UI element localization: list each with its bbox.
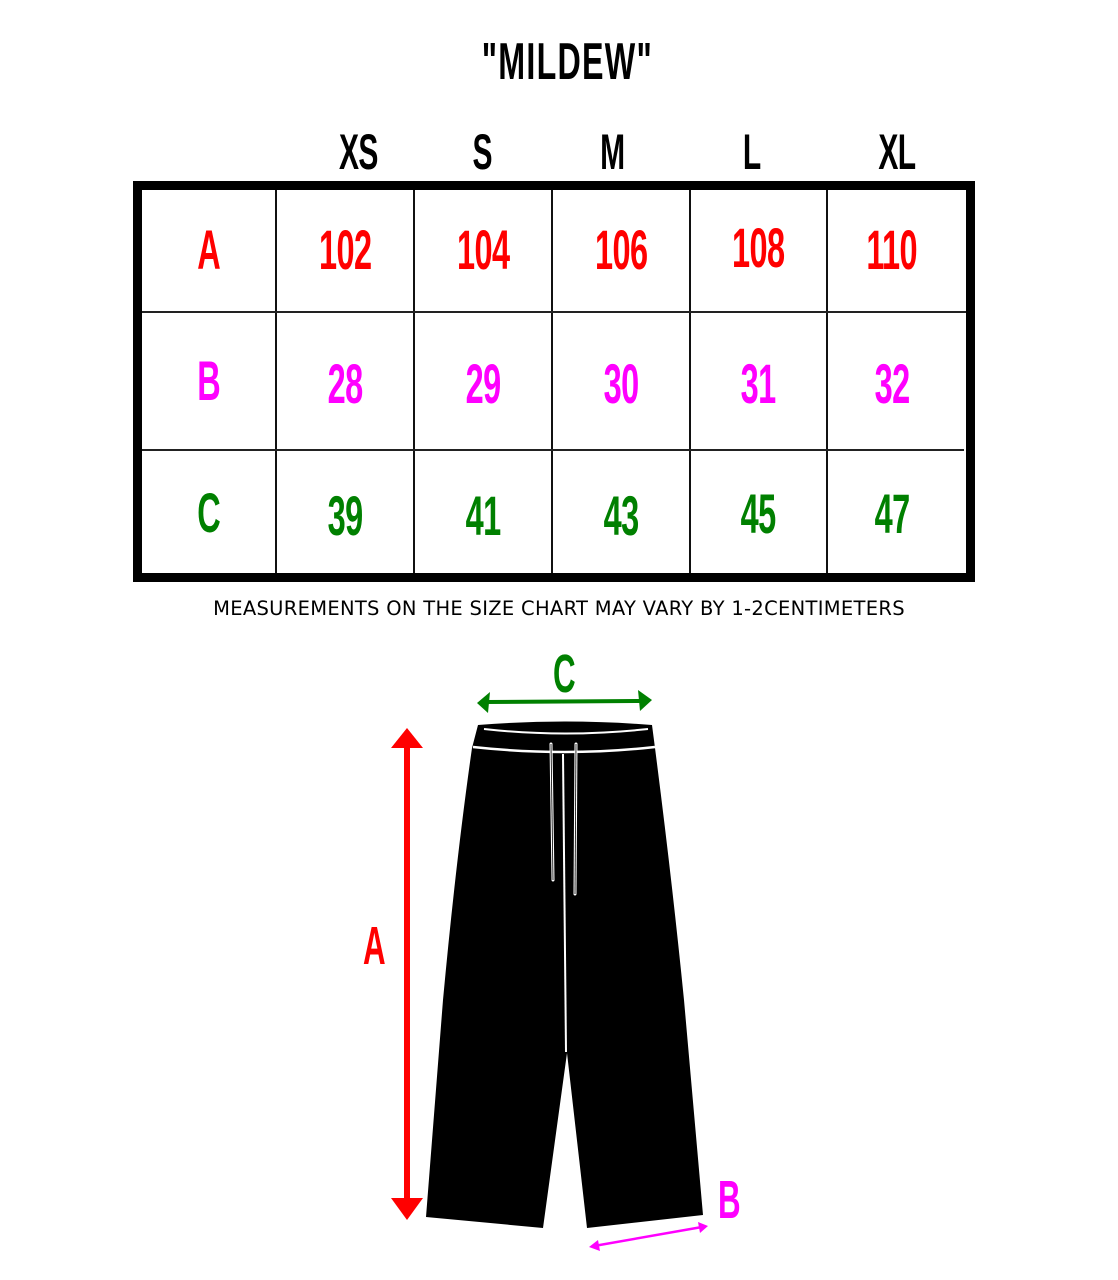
column-divider	[275, 190, 277, 573]
measurement-note: MEASUREMENTS ON THE SIZE CHART MAY VARY …	[213, 597, 905, 620]
cell-b-xs: 28	[327, 352, 364, 415]
cell-a-l: 108	[732, 216, 785, 279]
cell-c-xl: 47	[874, 482, 911, 545]
cell-b-xl: 32	[874, 352, 911, 415]
column-divider	[826, 190, 828, 573]
cell-c-xs: 39	[327, 484, 364, 547]
cell-a-s: 104	[456, 218, 510, 281]
size-table: A 102 104 106 108 110 B 28 29 30 31 32 C…	[133, 181, 975, 582]
dimension-label-a: A	[362, 916, 386, 976]
size-header-l: L	[743, 124, 761, 180]
cell-a-xs: 102	[318, 218, 372, 281]
dimension-label-c: C	[552, 644, 576, 704]
pants-icon	[426, 721, 703, 1228]
size-header-m: M	[599, 124, 625, 180]
row-divider	[142, 449, 964, 451]
column-divider	[689, 190, 691, 573]
dimension-arrow-c	[477, 690, 652, 713]
size-header-xl: XL	[878, 124, 916, 180]
cell-a-m: 106	[594, 218, 648, 281]
cell-c-l: 45	[741, 482, 777, 545]
cell-a-xl: 110	[866, 218, 918, 281]
cell-b-s: 29	[465, 352, 502, 415]
dimension-arrow-a	[391, 728, 423, 1220]
cell-b-m: 30	[603, 352, 640, 415]
row-divider	[142, 311, 966, 313]
size-header-s: S	[472, 124, 492, 180]
dimension-label-b: B	[717, 1170, 741, 1230]
page-title: "MILDEW"	[481, 33, 653, 91]
cell-c-m: 43	[603, 484, 640, 547]
dimension-arrow-b	[589, 1222, 708, 1251]
column-divider	[413, 190, 415, 573]
row-label-b: B	[197, 349, 220, 412]
row-label-a: A	[197, 218, 220, 281]
cell-c-s: 41	[465, 484, 502, 547]
column-divider	[551, 190, 553, 573]
cell-b-l: 31	[741, 352, 777, 415]
size-header-xs: XS	[338, 124, 378, 180]
row-label-c: C	[197, 481, 220, 544]
